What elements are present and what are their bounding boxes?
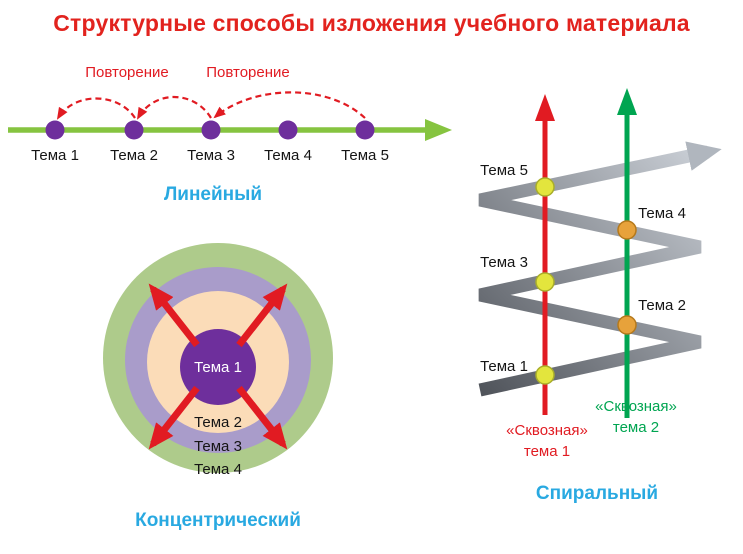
- topic-dot: [45, 120, 65, 140]
- section-label-spiral: Спиральный: [535, 483, 659, 504]
- through-topic-2-line2: тема 2: [612, 419, 660, 436]
- topic-dot: [278, 120, 298, 140]
- outward-arrow: [236, 385, 288, 450]
- topic-label: Тема 5: [480, 162, 528, 179]
- outward-arrow: [148, 385, 200, 450]
- topic-label: Тема 5: [341, 147, 389, 164]
- linear-diagram: [8, 91, 452, 141]
- section-label-linear: Линейный: [163, 184, 263, 205]
- topic-label: Тема 4: [264, 147, 312, 164]
- repetition-label: Повторение: [85, 64, 169, 81]
- page-title: Структурные способы изложения учебного м…: [53, 10, 690, 36]
- ring-1-core: [180, 329, 256, 405]
- topic-label: Тема 2: [110, 147, 158, 164]
- outward-arrow: [148, 283, 200, 348]
- topic-dot: [535, 272, 555, 292]
- topic-label: Тема 1: [194, 359, 242, 376]
- topic-label: Тема 2: [638, 297, 686, 314]
- topic-dot: [535, 177, 555, 197]
- topic-label: Тема 3: [480, 254, 528, 271]
- topic-label: Тема 3: [187, 147, 235, 164]
- topic-label: Тема 1: [31, 147, 79, 164]
- topic-label: Тема 4: [638, 205, 686, 222]
- topic-label: Тема 2: [194, 414, 242, 431]
- topic-dot: [535, 365, 555, 385]
- repetition-arc: [213, 91, 366, 119]
- through-topic-2-line1: «Сквозная»: [595, 398, 677, 415]
- section-label-concentric: Концентрический: [135, 510, 301, 531]
- through-topic-1-line1: «Сквозная»: [506, 422, 588, 439]
- repetition-arc: [137, 96, 212, 120]
- topic-dot: [124, 120, 144, 140]
- topic-dot: [617, 315, 637, 335]
- through-topic-1-label: «Сквозная» тема 1: [486, 420, 608, 462]
- spiral-diagram: [478, 88, 722, 418]
- through-line-2-arrowhead-icon: [617, 88, 637, 115]
- through-topic-2-label: «Сквозная» тема 2: [575, 396, 697, 438]
- topic-label: Тема 1: [480, 358, 528, 375]
- repetition-arc: [56, 97, 136, 120]
- through-topic-1-line2: тема 1: [523, 443, 571, 460]
- outward-arrow: [236, 283, 288, 348]
- topic-dot: [355, 120, 375, 140]
- topic-dot: [617, 220, 637, 240]
- timeline-arrowhead-icon: [425, 119, 452, 141]
- through-line-1-arrowhead-icon: [535, 94, 555, 121]
- repetition-label: Повторение: [206, 64, 290, 81]
- topic-label: Тема 4: [194, 461, 242, 478]
- topic-label: Тема 3: [194, 438, 242, 455]
- topic-dot: [201, 120, 221, 140]
- concentric-diagram: [103, 243, 333, 473]
- spiral-ribbon-arrow: [478, 141, 722, 397]
